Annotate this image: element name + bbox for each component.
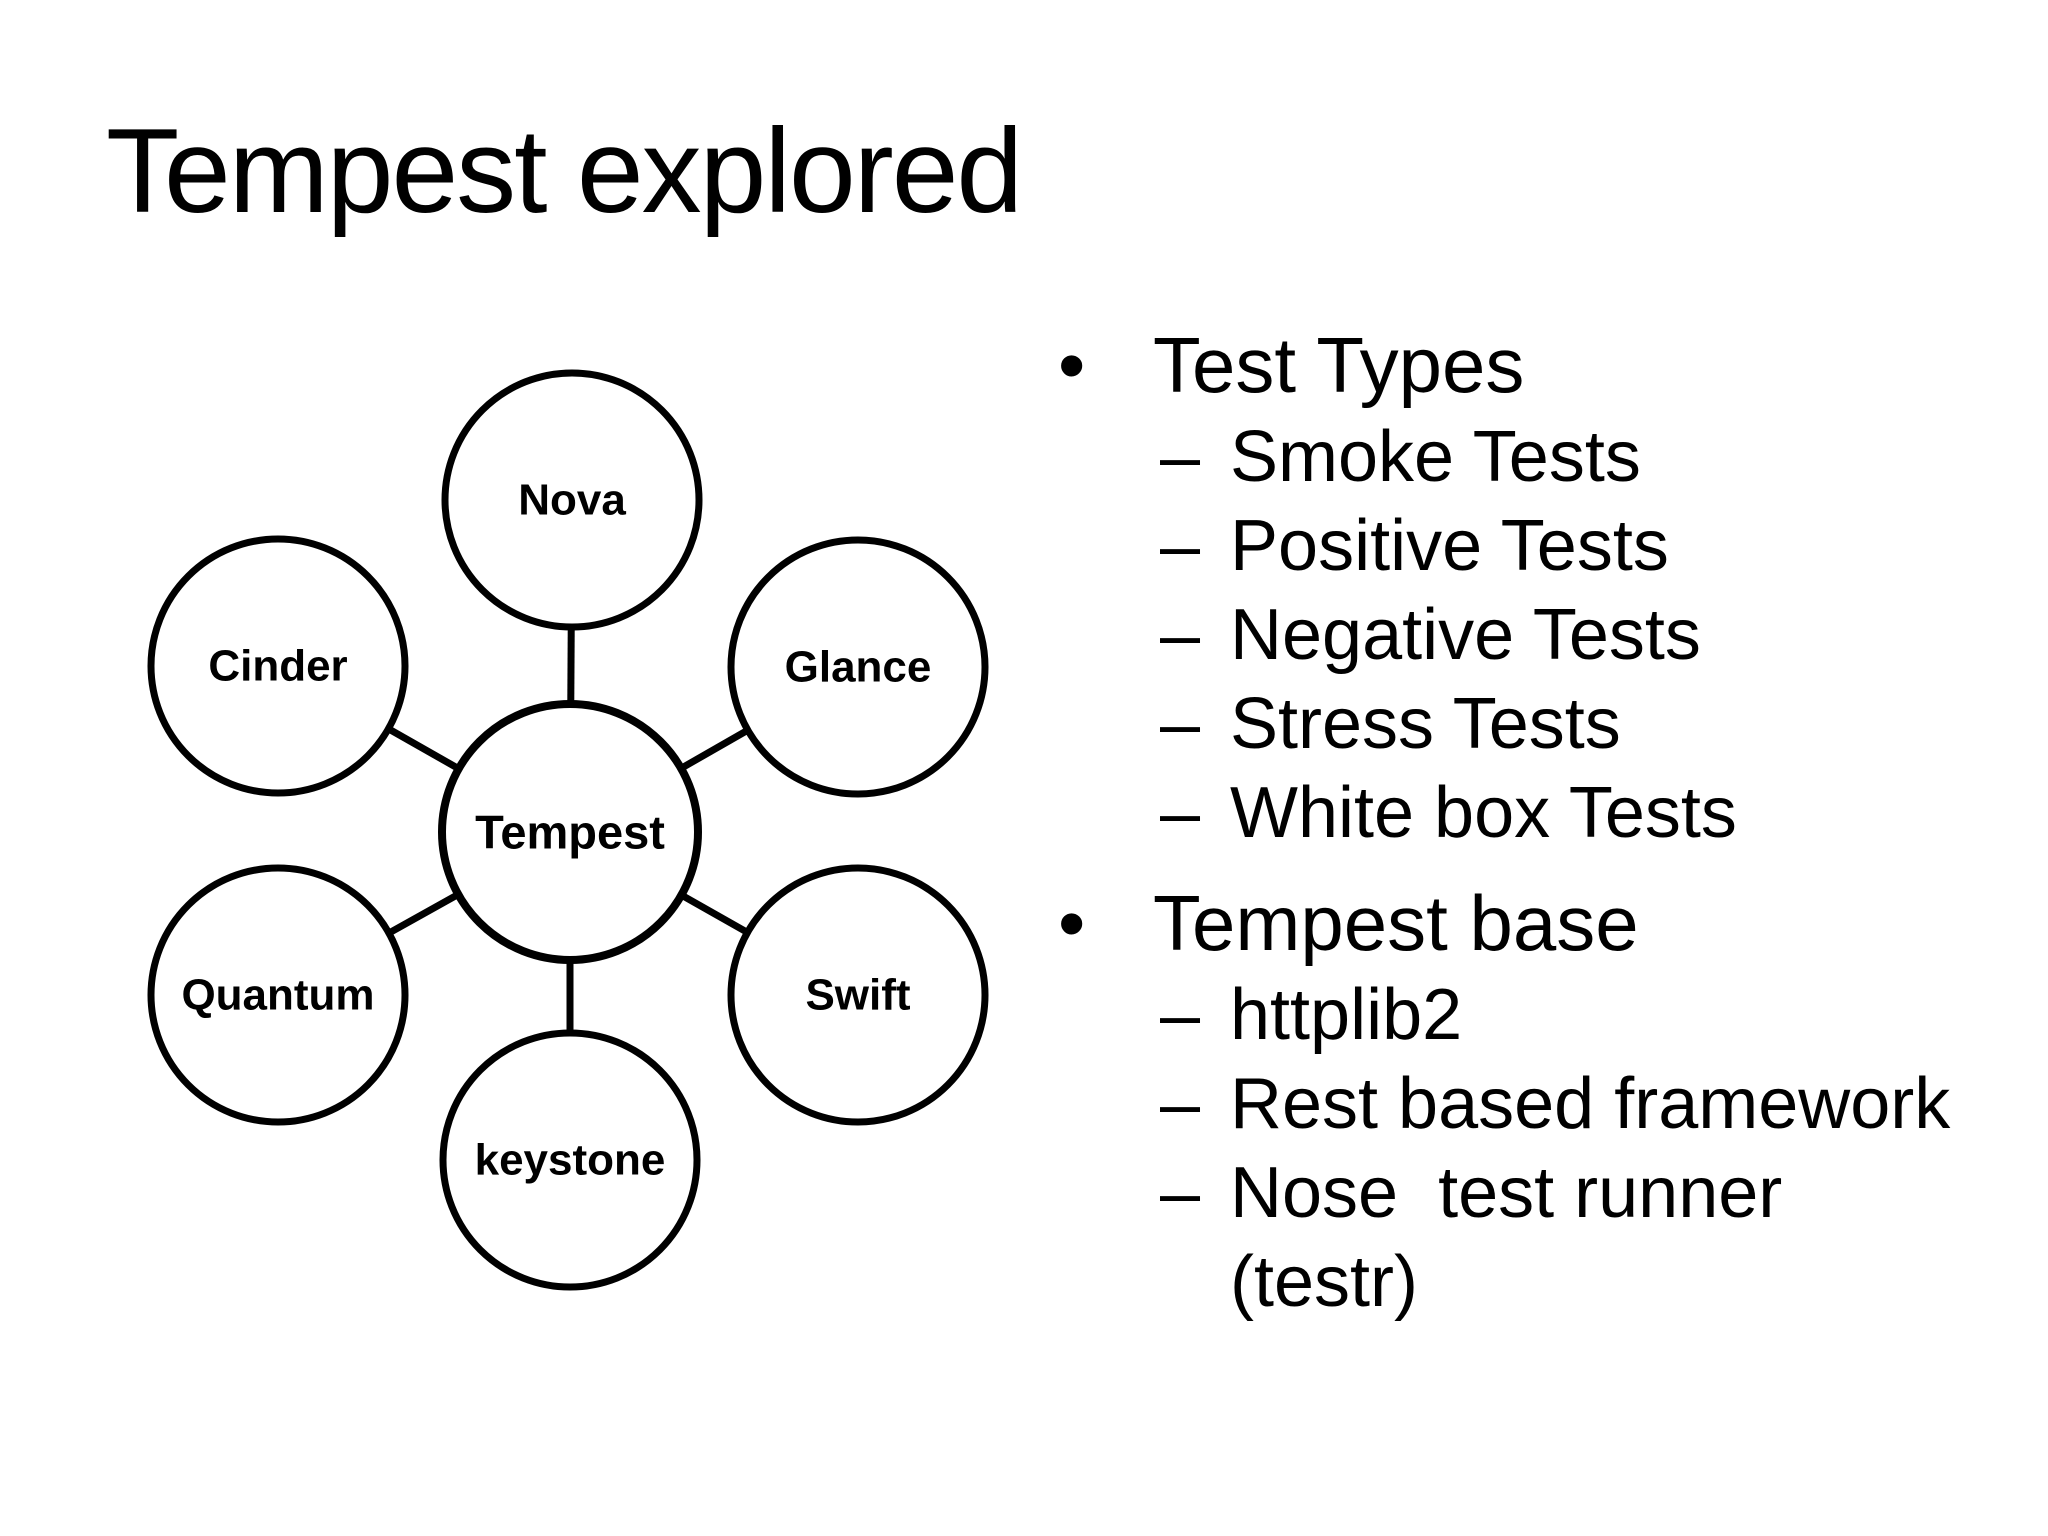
node-nova: Nova: [441, 369, 703, 631]
sub-bullet-white-box-tests: White box Tests: [1020, 769, 1960, 858]
sub-bullet-negative-tests: Negative Tests: [1020, 591, 1960, 680]
node-glance-label: Glance: [785, 643, 932, 692]
node-tempest-circle: [438, 700, 702, 964]
node-swift-circle: [727, 864, 989, 1126]
sub-bullet-httplib2: httplib2: [1020, 971, 1960, 1060]
node-tempest-label: Tempest: [475, 806, 665, 859]
node-keystone-label: keystone: [475, 1136, 666, 1185]
node-glance-circle: [727, 536, 989, 798]
node-swift-label: Swift: [805, 971, 910, 1020]
node-tempest-center: Tempest: [438, 700, 702, 964]
node-nova-circle: [441, 369, 703, 631]
node-swift: Swift: [727, 864, 989, 1126]
sub-bullet-smoke-tests: Smoke Tests: [1020, 413, 1960, 502]
sub-bullet-stress-tests: Stress Tests: [1020, 680, 1960, 769]
node-cinder-circle: [147, 535, 409, 797]
node-nova-label: Nova: [518, 476, 626, 525]
bullet-list: Test Types Smoke Tests Positive Tests Ne…: [1020, 318, 1965, 1327]
node-keystone: keystone: [439, 1029, 701, 1291]
node-cinder-label: Cinder: [208, 642, 347, 691]
node-keystone-circle: [439, 1029, 701, 1291]
bullet-tempest-base: Tempest base: [1020, 876, 1965, 971]
node-quantum: Quantum: [147, 864, 409, 1126]
node-glance: Glance: [727, 536, 989, 798]
bullet-test-types: Test Types: [1020, 318, 1965, 413]
node-quantum-label: Quantum: [181, 971, 374, 1020]
sub-bullet-positive-tests: Positive Tests: [1020, 502, 1960, 591]
slide-title: Tempest explored: [106, 104, 1023, 238]
node-cinder: Cinder: [147, 535, 409, 797]
sub-bullet-rest-based-framework: Rest based framework: [1020, 1060, 1960, 1149]
node-quantum-circle: [147, 864, 409, 1126]
sub-bullet-nose-test-runner: Nose test runner (testr): [1020, 1149, 1960, 1327]
